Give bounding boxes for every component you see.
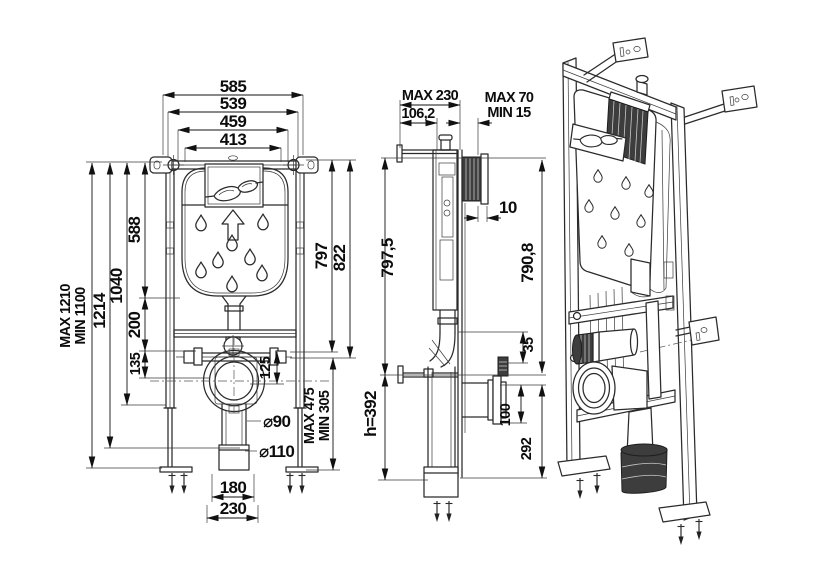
side-dimensions: MAX 230 106,2 MAX 70 MIN 15 10 797,5 h=3… — [361, 88, 547, 481]
front-frame — [149, 155, 319, 495]
side-view: MAX 230 106,2 MAX 70 MIN 15 10 797,5 h=3… — [361, 88, 547, 523]
threaded-connector — [497, 356, 509, 377]
brand-logo — [205, 180, 264, 202]
filler-cap-top — [228, 155, 238, 161]
dim-min1100-label: MIN 1100 — [73, 287, 89, 345]
dim-588-label: 588 — [125, 217, 144, 244]
dim-max475-label: MAX 475 — [302, 387, 318, 444]
iso-foot-right — [658, 501, 711, 523]
dim-106-label: 106,2 — [401, 106, 435, 122]
dim-max230-label: MAX 230 — [402, 88, 459, 104]
dim-100-label: 100 — [498, 403, 514, 426]
foot-plate-left — [159, 466, 193, 473]
iso-piping — [572, 258, 668, 494]
iso-filler-cap — [635, 74, 649, 84]
dim-d110-label: ⌀110 — [259, 442, 294, 461]
dim-10-label: 10 — [499, 198, 517, 217]
front-view: 585 539 459 413 MAX 1210 MIN 1100 1214 1… — [58, 77, 356, 523]
anchor-spike — [432, 500, 442, 523]
front-outlet — [150, 335, 330, 471]
flush-plate — [480, 153, 489, 205]
iso-bracket-mid — [639, 316, 720, 353]
dim-180-label: 180 — [220, 478, 247, 497]
dim-413-label: 413 — [220, 130, 247, 149]
iso-view — [557, 37, 758, 546]
dim-797-5-label: 797,5 — [378, 238, 397, 278]
wall-bracket-right — [283, 155, 319, 175]
side-flush-unit — [461, 153, 489, 205]
dim-1040-label: 1040 — [107, 268, 126, 304]
dim-min305-label: MIN 305 — [317, 390, 333, 441]
iso-brand-logo — [573, 134, 623, 148]
dim-200-label: 200 — [125, 312, 144, 339]
wall-anchor-flange — [396, 144, 403, 163]
anchor-spike — [167, 472, 177, 495]
pipe-collar-side — [423, 466, 459, 498]
anchor-spike — [297, 472, 307, 495]
anchor-spike — [444, 500, 454, 523]
dim-max1210-label: MAX 1210 — [58, 284, 74, 348]
iso-cistern — [569, 74, 675, 311]
side-piping — [397, 309, 509, 523]
dim-230-label: 230 — [220, 499, 247, 518]
iso-outlet-ring — [572, 361, 616, 415]
dim-35-label: 35 — [521, 337, 537, 352]
front-cistern — [181, 155, 289, 331]
dim-585-label: 585 — [220, 77, 247, 96]
dim-797-label: 797 — [312, 243, 331, 270]
dim-125-label: 125 — [258, 356, 274, 379]
flow-arrow-up — [221, 209, 245, 241]
iso-bracket-upper — [583, 37, 649, 83]
foot-plate-right — [285, 466, 319, 473]
dim-822-label: 822 — [330, 245, 349, 272]
iso-bracket-right — [684, 85, 758, 125]
dim-135-label: 135 — [128, 352, 144, 375]
side-frame — [396, 134, 466, 478]
iso-feet — [557, 455, 711, 546]
dim-1214-label: 1214 — [90, 292, 109, 329]
dim-459-label: 459 — [220, 112, 247, 131]
anchor-spike — [285, 472, 295, 495]
wall-bracket-left — [149, 155, 184, 175]
anchor-spike — [179, 472, 189, 495]
dim-d90-label: ⌀90 — [263, 412, 290, 431]
front-dimensions: 585 539 459 413 MAX 1210 MIN 1100 1214 1… — [58, 77, 356, 523]
iso-foot-left — [557, 455, 611, 477]
dim-max70-label: MAX 70 — [485, 90, 534, 106]
dim-min15-label: MIN 15 — [487, 105, 531, 121]
dim-292-label: 292 — [519, 437, 535, 460]
dim-790-8-label: 790,8 — [518, 243, 537, 283]
cistern-profile — [432, 149, 458, 311]
dim-539-label: 539 — [220, 94, 247, 113]
dim-h392-label: h=392 — [361, 391, 380, 437]
pipe-collar — [218, 444, 250, 471]
